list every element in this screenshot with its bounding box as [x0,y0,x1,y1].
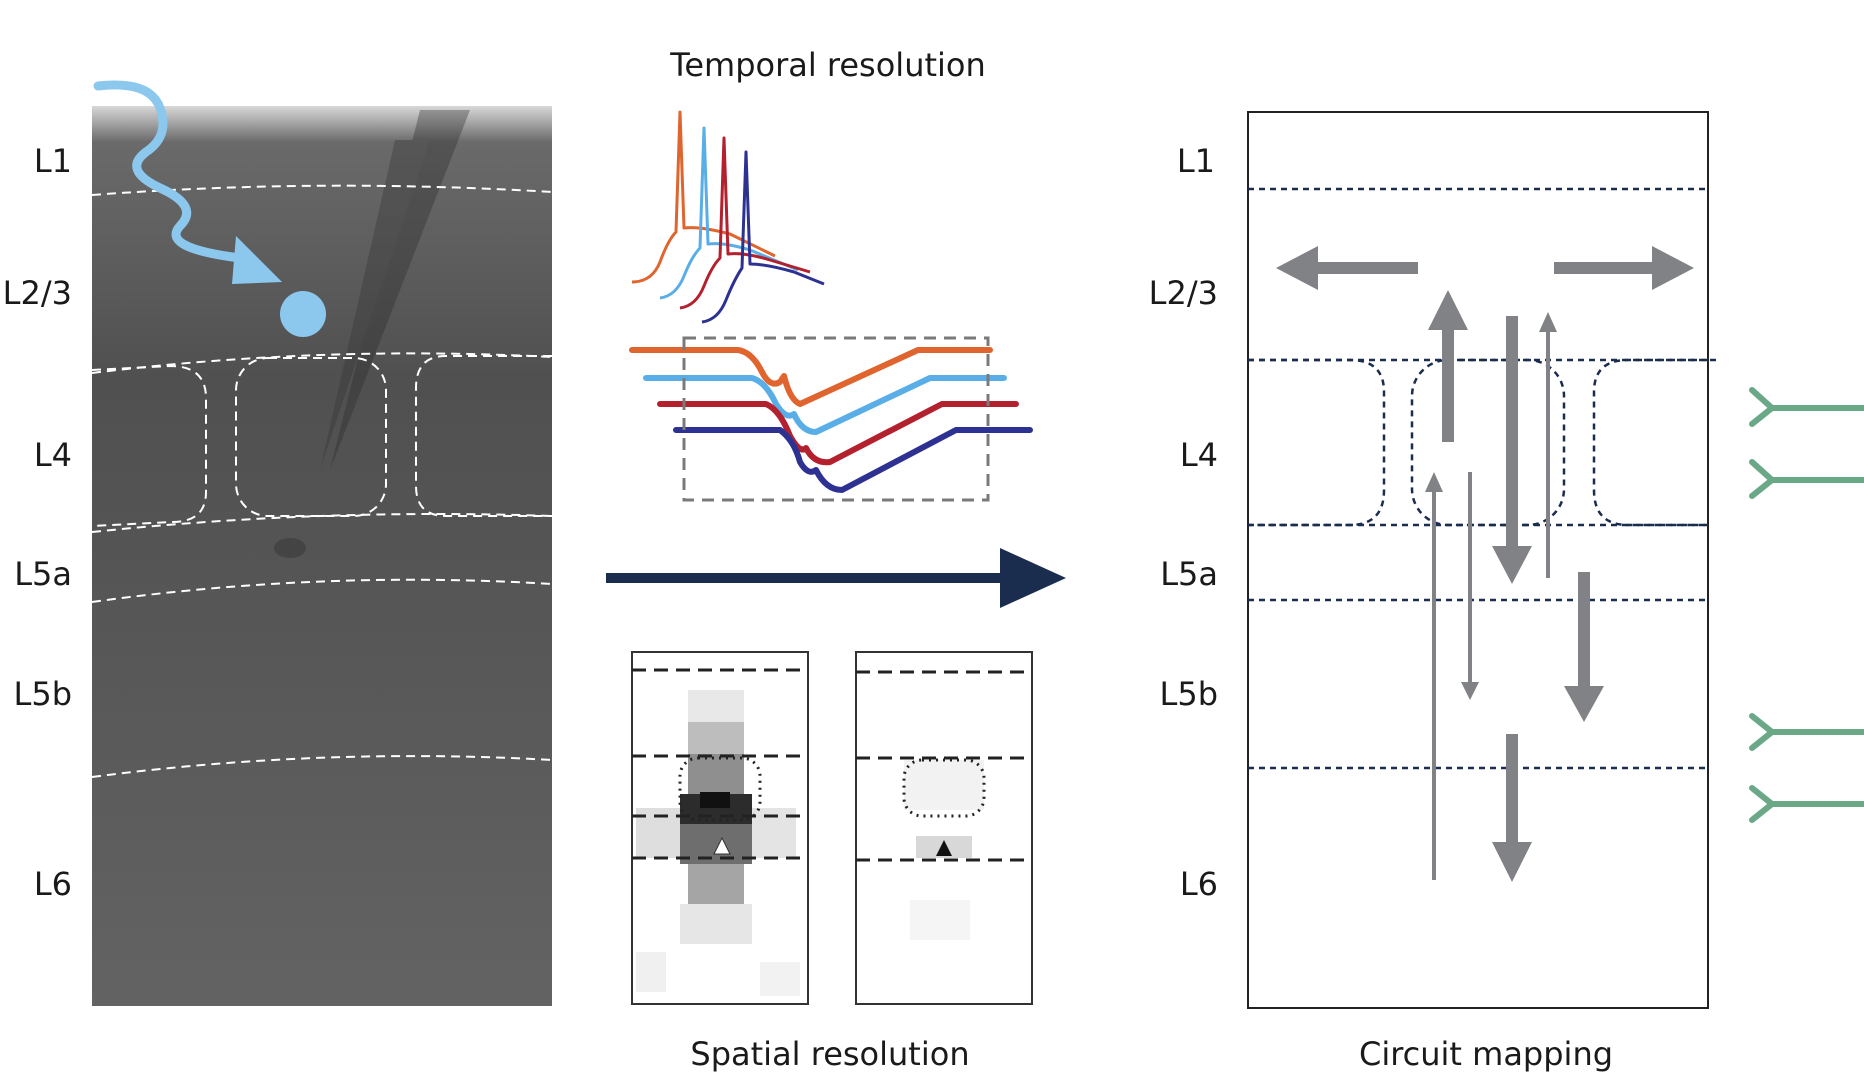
right-label-l5a: L5a [1160,555,1218,593]
left-label-l6: L6 [34,865,72,903]
temporal-caption: Temporal resolution [669,46,986,84]
arrow-l23-right [1554,246,1694,290]
circuit-frame [1247,111,1709,1009]
slice-photo-panel [91,80,553,1006]
thalamic-inputs [1749,387,1864,823]
arrow-l6-to-l4 [1425,472,1443,880]
pipette-shadow [320,110,470,470]
right-label-l6: L6 [1180,865,1218,903]
spatial-map-left [631,651,809,1005]
circuit-barrels [1248,358,1708,527]
epsp-traces [629,347,1033,493]
epsp-selection-box [682,336,990,502]
soma-marker-left [713,836,731,855]
map-pixels-left [636,690,800,996]
right-layer-labels: L1 L2/3 L4 L5a L5b L6 [1149,142,1218,903]
slice-photo [92,106,552,1006]
right-label-l1: L1 [1177,142,1215,180]
soma-shadow [274,538,306,558]
right-label-l5b: L5b [1160,675,1219,713]
epsp-trace-lightblue [643,375,1007,435]
circuit-arrows [1276,246,1694,882]
arrow-l4-to-l23 [1428,290,1468,442]
left-label-l23: L2/3 [3,274,72,312]
arrow-l23-to-l5a [1492,316,1532,584]
neuron-dot-icon [280,291,326,337]
left-layer-labels: L1 L2/3 L4 L5a L5b L6 [3,142,72,903]
epsp-trace-orange [629,347,993,407]
arrow-l5b-to-l6 [1492,734,1532,882]
axon-terminal-icon [1749,713,1864,751]
left-label-l4: L4 [34,436,72,474]
left-label-l5b: L5b [14,675,73,713]
left-label-l1: L1 [34,142,72,180]
circuit-caption: Circuit mapping [1359,1035,1613,1073]
right-label-l23: L2/3 [1149,274,1218,312]
spike-traces [631,110,825,324]
circuit-panel [1247,111,1864,1009]
spatial-caption: Spatial resolution [690,1035,969,1073]
spatial-map-right [855,651,1033,1005]
axon-terminal-icon [1749,785,1864,823]
soma-marker-right [936,840,952,856]
arrow-l4-to-l5b [1461,472,1479,700]
photo-barrels [91,355,552,527]
arrow-l23-left [1276,246,1418,290]
epsp-trace-navy [673,427,1033,493]
spike-trace-lightblue [659,126,799,300]
spike-trace-navy [701,150,825,324]
right-arrow-icon [606,548,1066,608]
arrow-l5a-to-l5b [1564,572,1604,722]
arrow-l5a-to-l23 [1539,312,1557,578]
wavy-arrow-icon [93,80,282,284]
axon-terminal-icon [1749,387,1864,427]
axon-terminal-icon [1749,459,1864,499]
epsp-trace-red [657,401,1019,466]
right-label-l4: L4 [1180,436,1218,474]
left-label-l5a: L5a [14,555,72,593]
